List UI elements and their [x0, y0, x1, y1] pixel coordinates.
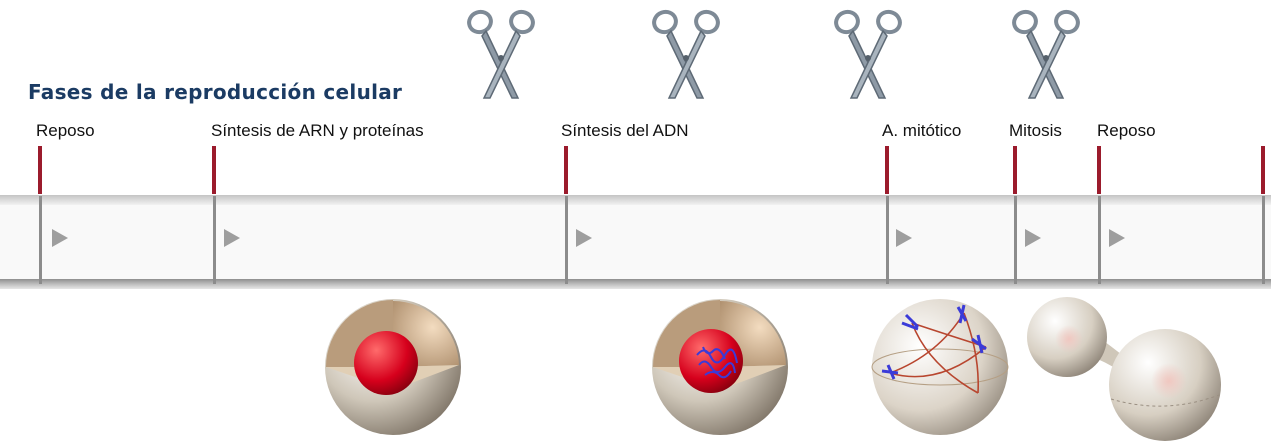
phase-label-reposo-final: Reposo	[1097, 121, 1156, 141]
play-reposo-button[interactable]	[52, 229, 68, 247]
cell-illustration-interphase	[318, 295, 468, 440]
page-title: Fases de la reproducción celular	[28, 80, 402, 104]
play-sintesis-adn-button[interactable]	[576, 229, 592, 247]
phase-marker	[38, 146, 42, 194]
phase-divider	[1098, 196, 1101, 284]
phase-marker	[1097, 146, 1101, 194]
play-mitosis-button[interactable]	[1025, 229, 1041, 247]
phase-divider	[1262, 196, 1265, 284]
phase-divider	[39, 196, 42, 284]
phase-label-aparato-mitotico: A. mitótico	[882, 121, 961, 141]
phase-divider	[1014, 196, 1017, 284]
phase-marker	[1261, 146, 1265, 194]
phase-label-reposo: Reposo	[36, 121, 95, 141]
cell-illustration-mitotic-apparatus	[868, 295, 1018, 440]
play-reposo-final-button[interactable]	[1109, 229, 1125, 247]
phase-divider	[886, 196, 889, 284]
phase-marker	[885, 146, 889, 194]
phase-marker	[212, 146, 216, 194]
timeline-band	[0, 193, 1271, 293]
phase-marker	[1013, 146, 1017, 194]
phase-divider	[565, 196, 568, 284]
phase-marker	[564, 146, 568, 194]
phase-divider	[213, 196, 216, 284]
scissors-icon	[827, 6, 909, 102]
scissors-icon	[460, 6, 542, 102]
cell-illustration-dna-synthesis	[645, 295, 795, 440]
phase-label-sintesis-adn: Síntesis del ADN	[561, 121, 689, 141]
scissors-icon	[645, 6, 727, 102]
phase-label-mitosis: Mitosis	[1009, 121, 1062, 141]
play-aparato-mitotico-button[interactable]	[896, 229, 912, 247]
phase-label-sintesis-arn: Síntesis de ARN y proteínas	[211, 121, 424, 141]
scissors-icon	[1005, 6, 1087, 102]
cell-illustration-mitosis	[1025, 295, 1225, 445]
play-sintesis-arn-button[interactable]	[224, 229, 240, 247]
